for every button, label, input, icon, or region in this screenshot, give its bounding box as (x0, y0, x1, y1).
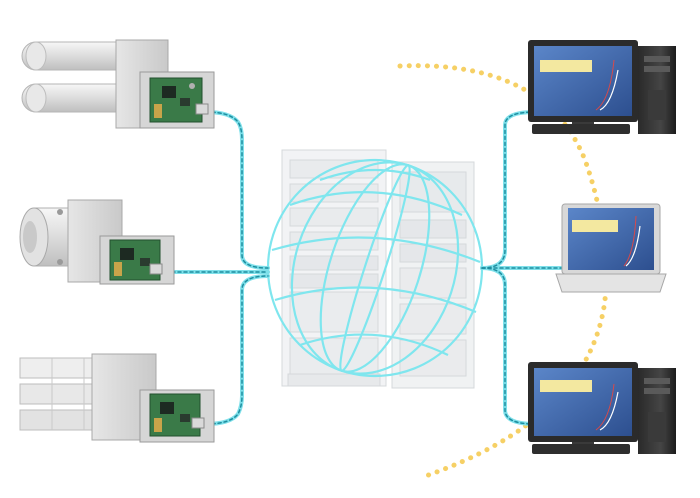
middle-device (19, 199, 175, 285)
top-workstation (528, 40, 676, 134)
network-cables (158, 110, 564, 426)
laptop-keyboard (555, 273, 667, 293)
monitor (528, 40, 638, 130)
laptop (555, 203, 667, 293)
cylinder-sensor (19, 207, 77, 267)
keyboard (532, 124, 630, 134)
network-globe (266, 158, 484, 378)
bottom-device (19, 353, 215, 443)
monitor (528, 362, 638, 448)
circuit-board (109, 239, 163, 281)
twin-tube-sensor (21, 41, 143, 113)
tower-pc (638, 368, 676, 454)
circuit-board (149, 393, 205, 437)
bottom-workstation (528, 362, 676, 454)
tower-pc (638, 46, 676, 134)
circuit-board (149, 77, 209, 123)
keyboard (532, 444, 630, 454)
top-device (21, 39, 215, 129)
